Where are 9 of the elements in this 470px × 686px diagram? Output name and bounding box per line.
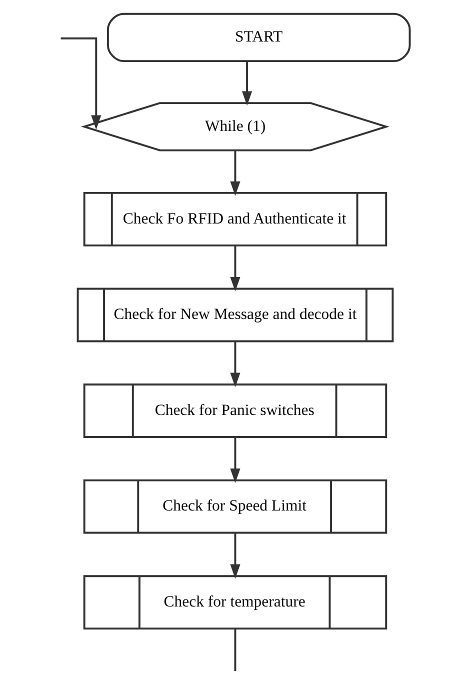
arrow	[242, 61, 252, 106]
arrow	[230, 246, 240, 292]
arrow	[230, 342, 240, 388]
arrow	[230, 533, 240, 579]
connector	[234, 628, 236, 672]
node-box: START	[106, 12, 411, 62]
arrow	[60, 37, 102, 130]
arrow	[230, 437, 240, 483]
arrow	[230, 150, 240, 196]
